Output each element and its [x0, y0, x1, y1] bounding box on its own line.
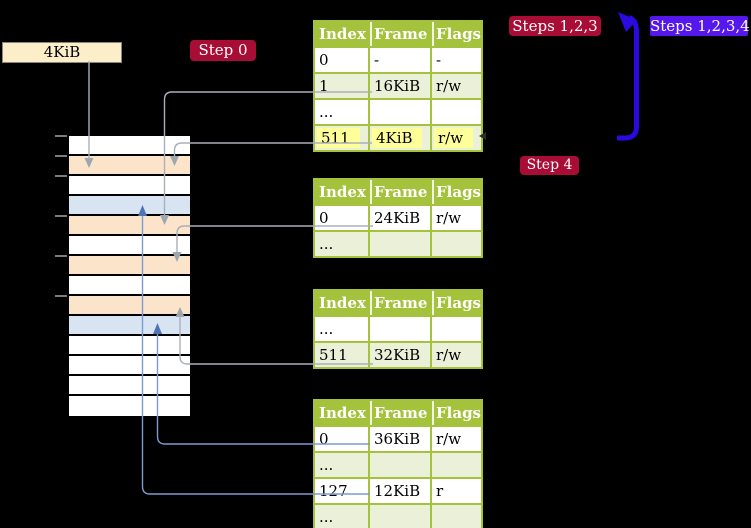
- table-cell: [368, 451, 432, 479]
- memory-row-white: [69, 236, 190, 256]
- column-header-flags: Flags: [430, 399, 483, 427]
- table-cell: r: [430, 477, 483, 505]
- table-row: ...: [313, 503, 483, 528]
- table-cell: 511: [313, 341, 370, 369]
- table-row: 511 4KiB r/w: [313, 124, 483, 152]
- column-header-frame: Frame: [368, 289, 432, 317]
- steps-loop-arrow: [617, 15, 639, 141]
- memory-row-blue: [69, 196, 190, 216]
- table-cell: [430, 451, 483, 479]
- tick-mark: [55, 155, 67, 157]
- table-cell: [430, 503, 483, 528]
- table-cell: 24KiB: [368, 204, 432, 232]
- table-cell: 0: [313, 204, 370, 232]
- memory-row-white: [69, 396, 190, 416]
- table-cell: r/w: [430, 124, 483, 152]
- table-cell: [368, 230, 432, 258]
- table-cell: ...: [313, 451, 370, 479]
- steps-1234-badge: Steps 1,2,3,4: [650, 16, 750, 36]
- table-cell: 36KiB: [368, 425, 432, 453]
- table-cell: [368, 98, 432, 126]
- column-header-index: Index: [313, 178, 370, 206]
- table-cell: [430, 315, 483, 343]
- table-cell: 16KiB: [368, 72, 432, 100]
- memory-row-peach: [69, 216, 190, 236]
- table-cell: ...: [313, 98, 370, 126]
- memory-row-white: [69, 336, 190, 356]
- column-header-frame: Frame: [368, 399, 432, 427]
- table-cell: ...: [313, 503, 370, 528]
- memory-row-blue: [69, 316, 190, 336]
- memory-row-peach: [69, 156, 190, 176]
- memory-row-white: [69, 376, 190, 396]
- column-header-flags: Flags: [430, 289, 483, 317]
- table-cell: 12KiB: [368, 477, 432, 505]
- column-header-frame: Frame: [368, 20, 432, 48]
- table-cell: 0: [313, 46, 370, 74]
- column-header-index: Index: [313, 289, 370, 317]
- tick-mark: [55, 135, 67, 137]
- steps-123-badge: Steps 1,2,3: [509, 16, 601, 36]
- memory-row-white: [69, 276, 190, 296]
- table-cell: r/w: [430, 72, 483, 100]
- column-header-index: Index: [313, 399, 370, 427]
- table-cell: -: [368, 46, 432, 74]
- table-cell: r/w: [430, 425, 483, 453]
- table-row: ...: [313, 98, 483, 126]
- table-cell: r/w: [430, 341, 483, 369]
- table-cell: r/w: [430, 204, 483, 232]
- tick-mark: [55, 215, 67, 217]
- table-cell: [368, 315, 432, 343]
- table-cell: ...: [313, 315, 370, 343]
- table-cell: [430, 98, 483, 126]
- size-label-box: 4KiB: [2, 42, 122, 63]
- highlighted-value: 511: [317, 128, 360, 148]
- highlighted-value: r/w: [434, 128, 473, 148]
- table-cell: -: [430, 46, 483, 74]
- column-header-index: Index: [313, 20, 370, 48]
- memory-row-white: [69, 356, 190, 376]
- column-header-flags: Flags: [430, 178, 483, 206]
- table-cell: 0: [313, 425, 370, 453]
- table-cell: 511: [313, 124, 370, 152]
- table-row: ...: [313, 315, 483, 343]
- table-cell: 127: [313, 477, 370, 505]
- memory-row-peach: [69, 256, 190, 276]
- step4-badge: Step 4: [520, 156, 579, 175]
- memory-row-peach: [69, 296, 190, 316]
- tick-mark: [55, 255, 67, 257]
- table-cell: ...: [313, 230, 370, 258]
- step0-badge: Step 0: [190, 40, 256, 61]
- table-cell: 32KiB: [368, 341, 432, 369]
- memory-row-white: [69, 136, 190, 156]
- arrowhead-upleft-icon: [618, 12, 637, 32]
- table-cell: 1: [313, 72, 370, 100]
- tick-mark: [55, 175, 67, 177]
- table-cell: [430, 230, 483, 258]
- table-row: ...: [313, 230, 483, 258]
- table-cell: [368, 503, 432, 528]
- tick-mark: [55, 295, 67, 297]
- column-header-flags: Flags: [430, 20, 483, 48]
- memory-row-white: [69, 176, 190, 196]
- column-header-frame: Frame: [368, 178, 432, 206]
- memory-stripe: [67, 134, 192, 418]
- highlighted-value: 4KiB: [372, 128, 422, 148]
- table-cell: 4KiB: [368, 124, 432, 152]
- table-row: 0--: [313, 46, 483, 74]
- table-row: ...: [313, 451, 483, 479]
